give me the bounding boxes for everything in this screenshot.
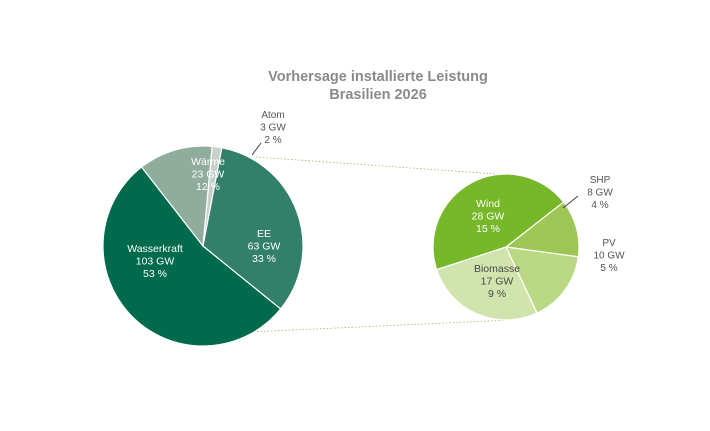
chart-subtitle: Brasilien 2026 — [329, 87, 427, 103]
chart-title: Vorhersage installierte Leistung — [268, 69, 488, 85]
leader-line-atom — [251, 142, 262, 156]
slice-biomasse — [435, 246, 538, 321]
slice-pv — [504, 246, 580, 314]
connector-line-2 — [249, 319, 511, 333]
leader-line-shp — [562, 195, 579, 209]
slice-shp — [504, 201, 580, 258]
connector-lines — [249, 156, 511, 333]
slice-wasserkraft — [102, 166, 282, 347]
slice-waerme — [140, 145, 213, 248]
slice-wind — [432, 173, 565, 271]
connector-line-1 — [255, 156, 511, 176]
slice-ee — [202, 147, 304, 310]
